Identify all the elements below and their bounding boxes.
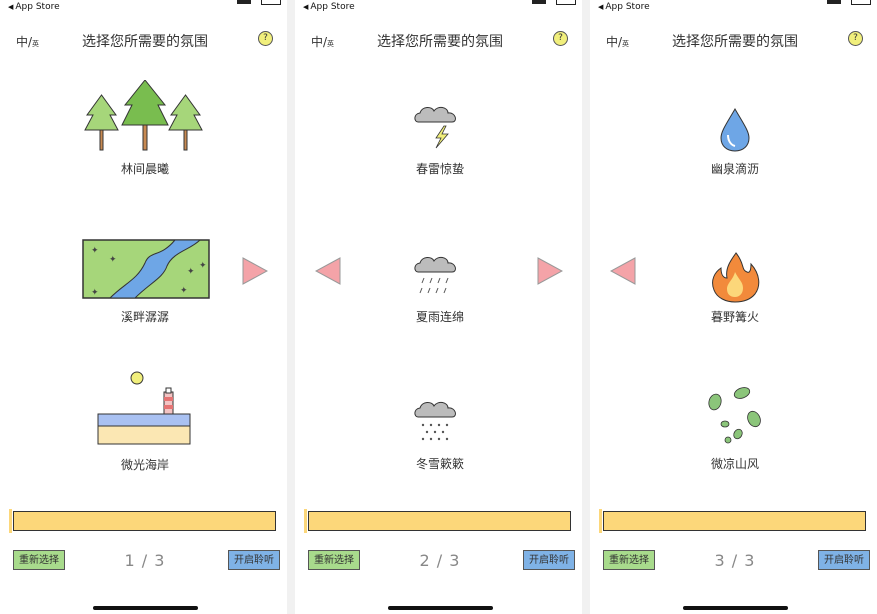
status-bar-back[interactable]: ◀App Store	[598, 2, 650, 12]
scene-spring[interactable]: 幽泉滴沥	[665, 105, 805, 176]
prev-arrow-icon[interactable]	[610, 257, 638, 285]
start-listening-button[interactable]: 开启聆听	[523, 550, 575, 570]
page-title: 选择您所需要的氛围	[377, 34, 503, 50]
page-title: 选择您所需要的氛围	[82, 34, 208, 50]
scene-label: 溪畔潺潺	[120, 310, 169, 324]
scene-forest[interactable]: 林间晨曦	[75, 80, 215, 176]
svg-text:✦: ✦	[91, 288, 99, 298]
scene-label: 春雷惊蛰	[415, 162, 464, 176]
status-icons	[827, 0, 871, 5]
page-title: 选择您所需要的氛围	[672, 34, 798, 50]
reset-button[interactable]: 重新选择	[603, 550, 655, 570]
battery-icon	[556, 0, 576, 5]
screen-2: ◀App Store 中/英 选择您所需要的氛围 ? 春雷惊蛰	[295, 0, 582, 614]
svg-text:✦: ✦	[91, 246, 99, 256]
progress-bar	[599, 509, 866, 533]
svg-text:✦: ✦	[199, 261, 207, 271]
page-indicator: 3 / 3	[714, 551, 756, 570]
status-icons	[237, 0, 281, 5]
scene-label: 林间晨曦	[120, 162, 169, 176]
scene-label: 夏雨连绵	[415, 310, 464, 324]
help-button[interactable]: ?	[258, 31, 273, 46]
home-indicator	[683, 606, 788, 610]
svg-text:✦: ✦	[187, 267, 195, 277]
back-arrow-icon: ◀	[8, 3, 14, 11]
page-indicator: 1 / 3	[124, 551, 166, 570]
thunder-cloud-icon	[414, 106, 456, 149]
rain-cloud-icon	[414, 256, 456, 294]
lang-small: 英	[327, 40, 335, 48]
campfire-icon	[712, 252, 760, 303]
progress-bar	[9, 509, 276, 533]
signal-icon	[532, 0, 546, 4]
reset-button[interactable]: 重新选择	[13, 550, 65, 570]
signal-icon	[237, 0, 251, 4]
leaves-icon	[708, 387, 761, 444]
start-listening-button[interactable]: 开启聆听	[818, 550, 870, 570]
back-label: App Store	[605, 2, 650, 12]
scene-label: 微凉山风	[710, 457, 759, 471]
screen-3: ◀App Store 中/英 选择您所需要的氛围 ? 幽泉滴沥	[590, 0, 877, 614]
help-button[interactable]: ?	[553, 31, 568, 46]
home-indicator	[388, 606, 493, 610]
start-listening-button[interactable]: 开启聆听	[228, 550, 280, 570]
status-bar-back[interactable]: ◀App Store	[303, 2, 355, 12]
language-toggle[interactable]: 中/英	[311, 33, 334, 50]
next-arrow-icon[interactable]	[535, 257, 563, 285]
screen-1: ◀App Store 中/英 选择您所需要的氛围 ? 林间晨曦	[0, 0, 287, 614]
back-arrow-icon: ◀	[598, 3, 604, 11]
lang-main: 中/	[311, 35, 328, 49]
battery-icon	[851, 0, 871, 5]
scene-snow[interactable]: 冬雪簌簌	[370, 395, 510, 471]
page-indicator: 2 / 3	[419, 551, 461, 570]
status-icons	[532, 0, 576, 5]
prev-arrow-icon[interactable]	[315, 257, 343, 285]
river-icon: ✦ ✦ ✦ ✦ ✦ ✦	[82, 239, 210, 299]
back-label: App Store	[15, 2, 60, 12]
status-bar-back[interactable]: ◀App Store	[8, 2, 60, 12]
scene-label: 幽泉滴沥	[710, 162, 759, 176]
home-indicator	[93, 606, 198, 610]
lang-main: 中/	[606, 35, 623, 49]
progress-bar	[304, 509, 571, 533]
help-button[interactable]: ?	[848, 31, 863, 46]
scene-rain[interactable]: 夏雨连绵	[370, 250, 510, 324]
forest-icon	[84, 80, 203, 151]
signal-icon	[827, 0, 841, 4]
lang-small: 英	[622, 40, 630, 48]
battery-icon	[261, 0, 281, 5]
snow-cloud-icon	[414, 401, 456, 441]
back-label: App Store	[310, 2, 355, 12]
water-drop-icon	[720, 107, 750, 152]
back-arrow-icon: ◀	[303, 3, 309, 11]
language-toggle[interactable]: 中/英	[16, 33, 39, 50]
scene-label: 暮野篝火	[710, 310, 759, 324]
scene-thunder[interactable]: 春雷惊蛰	[370, 100, 510, 176]
coast-icon	[97, 371, 191, 445]
scene-mountain-wind[interactable]: 微凉山风	[665, 385, 805, 471]
lang-main: 中/	[16, 35, 33, 49]
scene-river[interactable]: ✦ ✦ ✦ ✦ ✦ ✦ 溪畔潺潺	[75, 238, 215, 324]
reset-button[interactable]: 重新选择	[308, 550, 360, 570]
lang-small: 英	[32, 40, 40, 48]
language-toggle[interactable]: 中/英	[606, 33, 629, 50]
scene-label: 冬雪簌簌	[415, 457, 464, 471]
svg-text:✦: ✦	[109, 255, 117, 265]
svg-text:✦: ✦	[180, 286, 188, 296]
next-arrow-icon[interactable]	[240, 257, 268, 285]
scene-label: 微光海岸	[120, 458, 169, 472]
scene-coast[interactable]: 微光海岸	[75, 368, 215, 472]
scene-campfire[interactable]: 暮野篝火	[665, 250, 805, 324]
